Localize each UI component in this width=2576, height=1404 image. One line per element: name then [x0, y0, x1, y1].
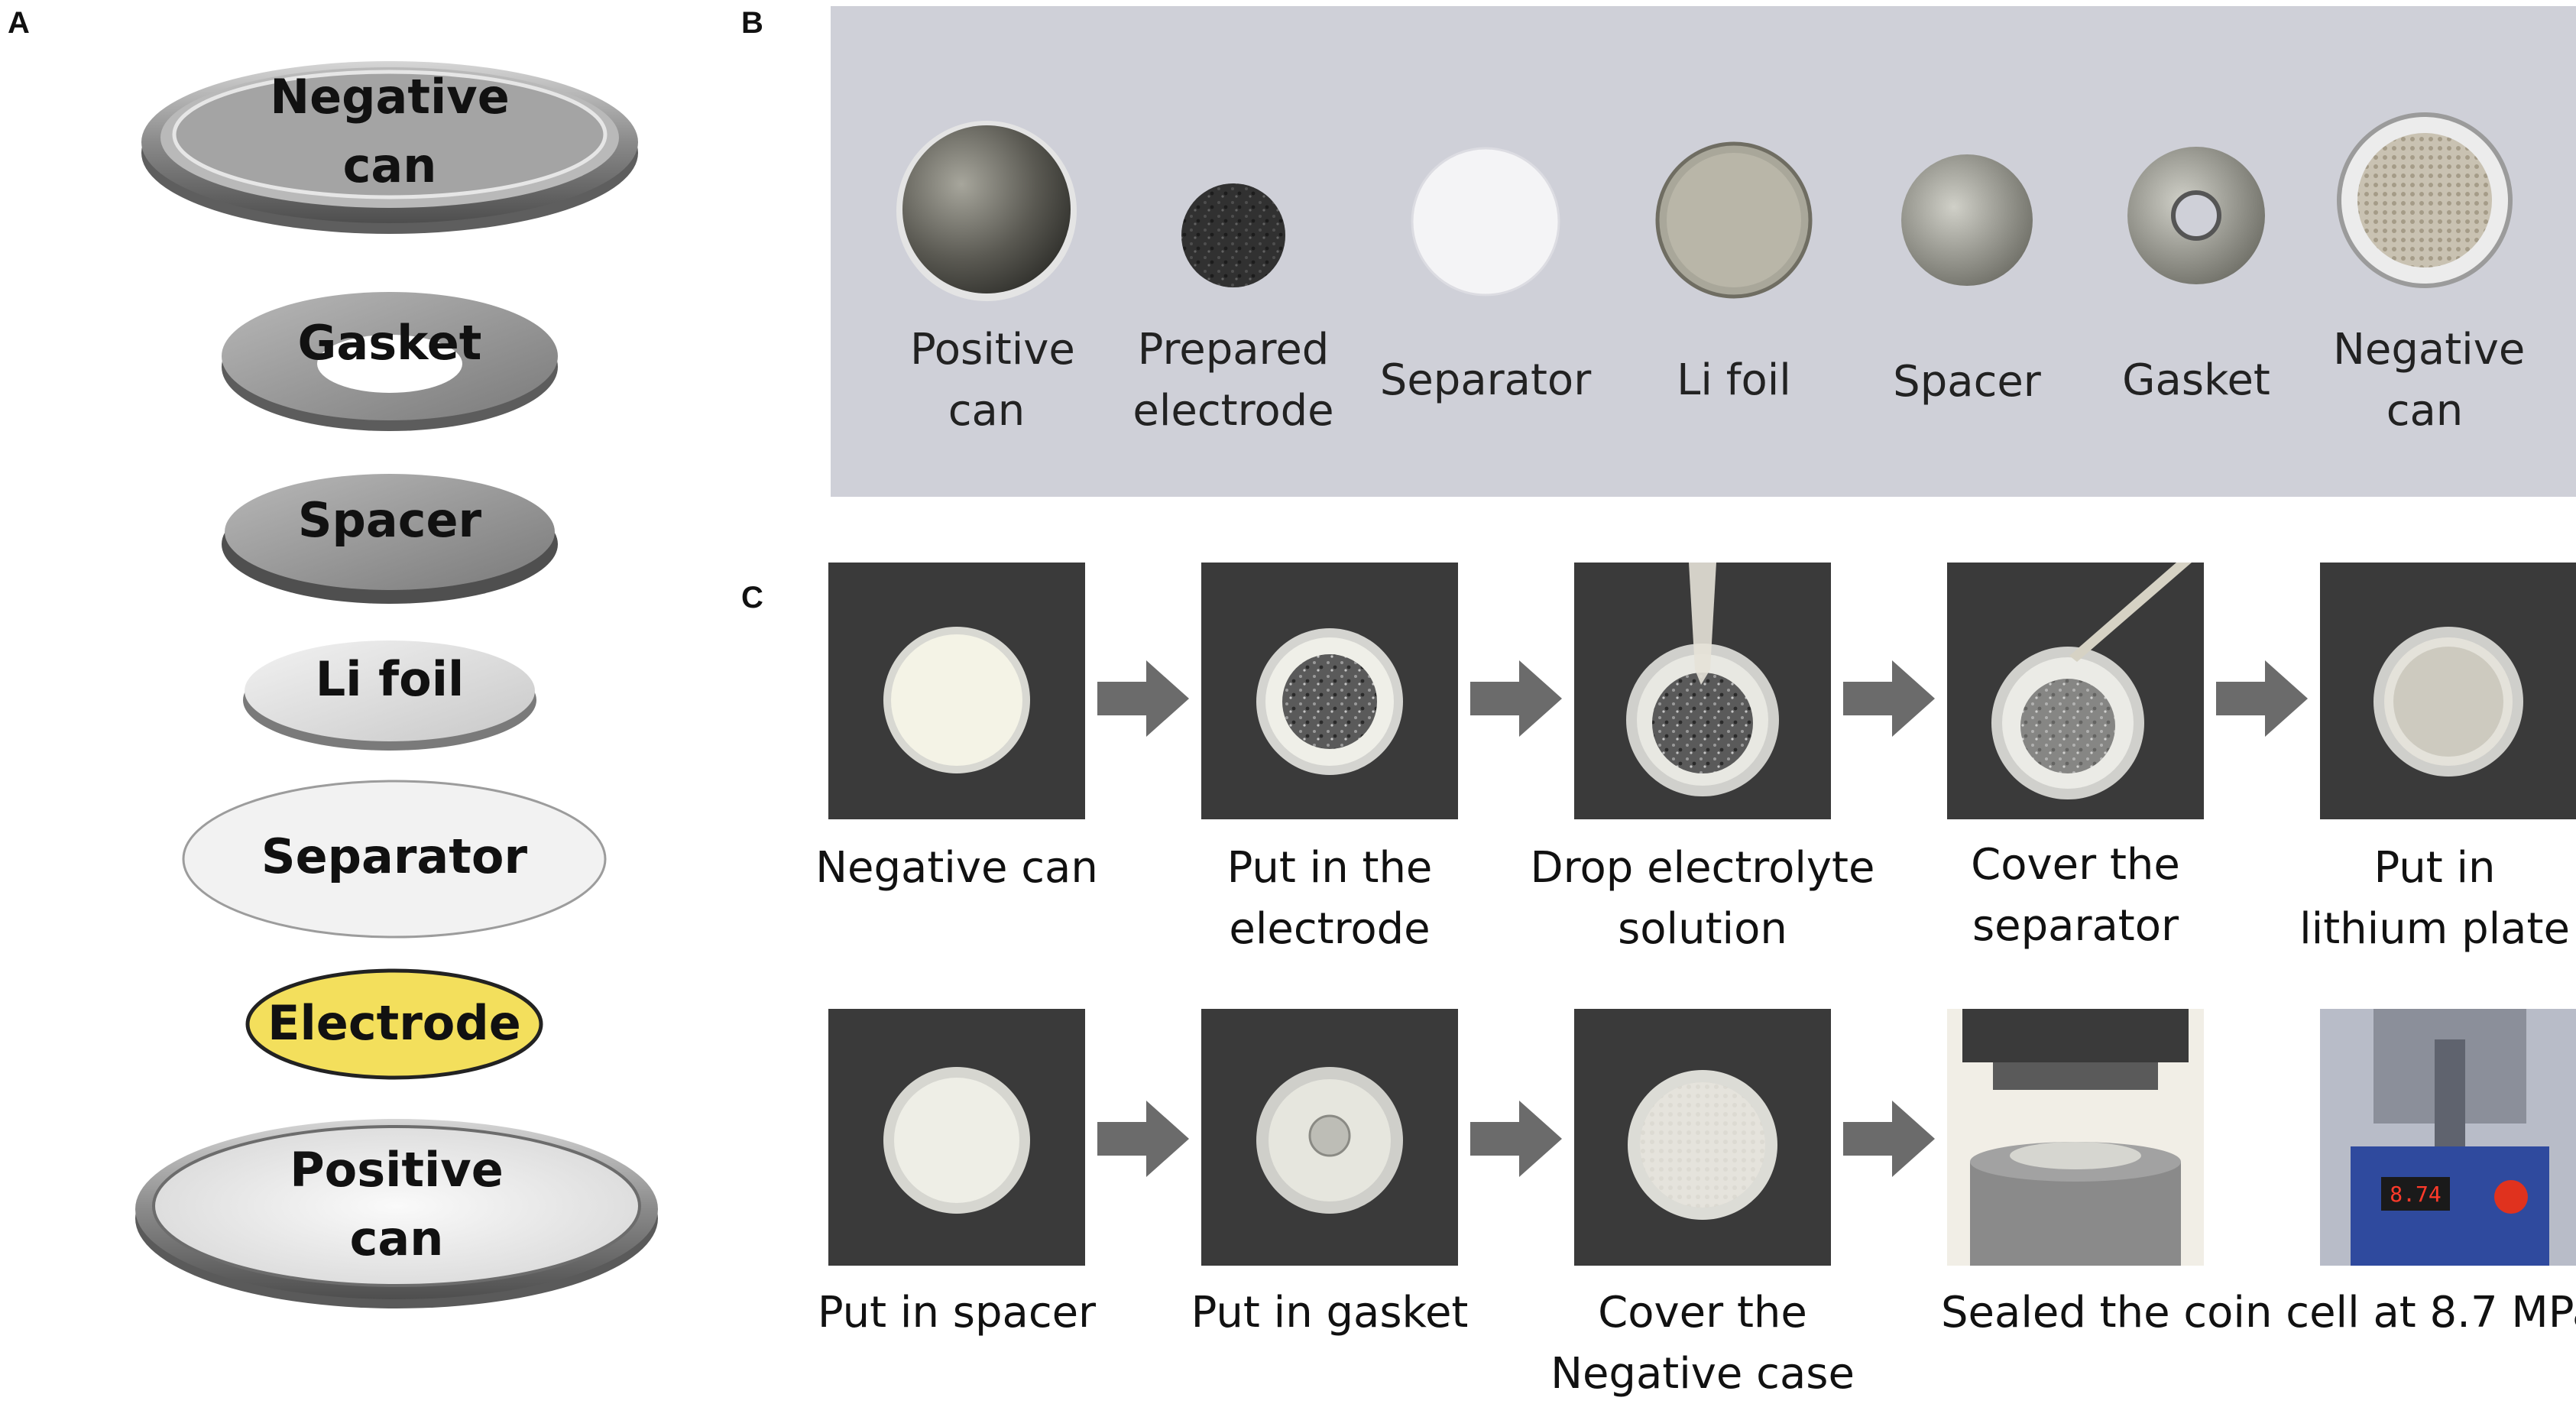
separator-shape: [182, 780, 607, 939]
spacer-label: Spacer: [297, 492, 482, 548]
step-label-negative-can: Negative can: [815, 843, 1098, 893]
step-label-put-in-gasket: Put in gasket: [1191, 1288, 1469, 1338]
layer-li-foil: Li foil: [238, 627, 541, 757]
arrow-right-icon: [1470, 1101, 1562, 1177]
step-photo-graphic: [883, 627, 1030, 773]
arrow-right-icon: [1470, 660, 1562, 737]
step-photo-graphic: [2373, 627, 2523, 777]
step-label-put-in-spacer: Put in spacer: [817, 1288, 1097, 1338]
component-label-prepared-electrode: Prepared electrode: [1132, 325, 1334, 436]
negative-can-label: Negative can: [270, 69, 510, 193]
arrow-right-icon: [1843, 1101, 1935, 1177]
step-photo-graphic: [1256, 1067, 1403, 1214]
step-photo-separator: [1947, 563, 2204, 819]
layer-negative-can: Negative can: [138, 46, 642, 237]
arrow-right-icon: [1843, 660, 1935, 737]
separator-label: Separator: [261, 828, 528, 884]
step-photo-graphic: [1256, 628, 1403, 775]
step-photo-electrolyte: [1574, 563, 1831, 819]
step-photo-graphic: [1962, 1009, 2189, 1266]
step-photo-spacer: [828, 1009, 1085, 1266]
step-photo-negative-can: [828, 563, 1085, 819]
layer-spacer: Spacer: [218, 463, 562, 608]
li-foil-shape: [243, 640, 536, 751]
layer-separator: Separator: [180, 778, 608, 940]
component-label-negative-can: Negative can: [2333, 325, 2526, 436]
component-label-spacer: Spacer: [1893, 357, 2041, 407]
components-photo-graphics: [896, 112, 2513, 301]
gasket-label: Gasket: [297, 315, 482, 371]
panel-c-letter: C: [741, 581, 763, 614]
step-photo-electrode: [1201, 563, 1458, 819]
positive-can-label: Positive can: [290, 1142, 504, 1266]
step-photo-graphic: [1628, 1070, 1777, 1220]
panel-a-letter: A: [8, 6, 30, 40]
spacer-shape: [222, 474, 558, 604]
step-label-sealed-coin-cell: Sealed the coin cell at 8.7 MPa: [1941, 1288, 2576, 1338]
step-photo-graphic: 8.74: [2351, 1009, 2549, 1266]
component-label-li-foil: Li foil: [1677, 355, 1791, 405]
electrode-shape: [245, 968, 543, 1080]
negative-can-shape: [141, 61, 638, 234]
arrow-right-icon: [1097, 1101, 1189, 1177]
gasket-shape: [222, 292, 558, 431]
electrode-label: Electrode: [267, 995, 521, 1051]
components-photo: Positive can Prepared electrode Separato…: [831, 6, 2576, 497]
step-photo-sealing-machine: 8.74: [2320, 1009, 2576, 1266]
component-label-gasket: Gasket: [2122, 355, 2270, 405]
step-label-cover-separator: Cover the separator: [1971, 840, 2180, 951]
layer-electrode: Electrode: [243, 968, 546, 1081]
step-label-drop-electrolyte: Drop electrolyte solution: [1530, 843, 1875, 954]
component-label-positive-can: Positive can: [910, 325, 1075, 436]
positive-can-shape: [135, 1119, 658, 1308]
step-photo-graphic: [1626, 563, 1779, 796]
step-photo-lithium-plate: [2320, 563, 2576, 819]
arrow-right-icon: [2216, 660, 2308, 737]
step-label-cover-negative-case: Cover the Negative case: [1550, 1288, 1855, 1399]
step-label-put-in-electrode: Put in the electrode: [1226, 843, 1433, 954]
li-foil-label: Li foil: [315, 651, 465, 707]
display-reading: 8.74: [2390, 1182, 2441, 1207]
component-label-separator: Separator: [1379, 355, 1592, 405]
arrow-right-icon: [1097, 660, 1189, 737]
step-photo-graphic: [883, 1067, 1030, 1214]
step-photo-gasket: [1201, 1009, 1458, 1266]
panel-b-letter: B: [741, 6, 763, 40]
layer-gasket: Gasket: [218, 283, 562, 436]
step-photo-graphic: [1991, 563, 2192, 799]
step-label-put-in-lithium-plate: Put in lithium plate: [2299, 843, 2570, 954]
layer-positive-can: Positive can: [131, 1107, 662, 1313]
step-photo-press: [1947, 1009, 2204, 1266]
step-photo-negative-case: [1574, 1009, 1831, 1266]
